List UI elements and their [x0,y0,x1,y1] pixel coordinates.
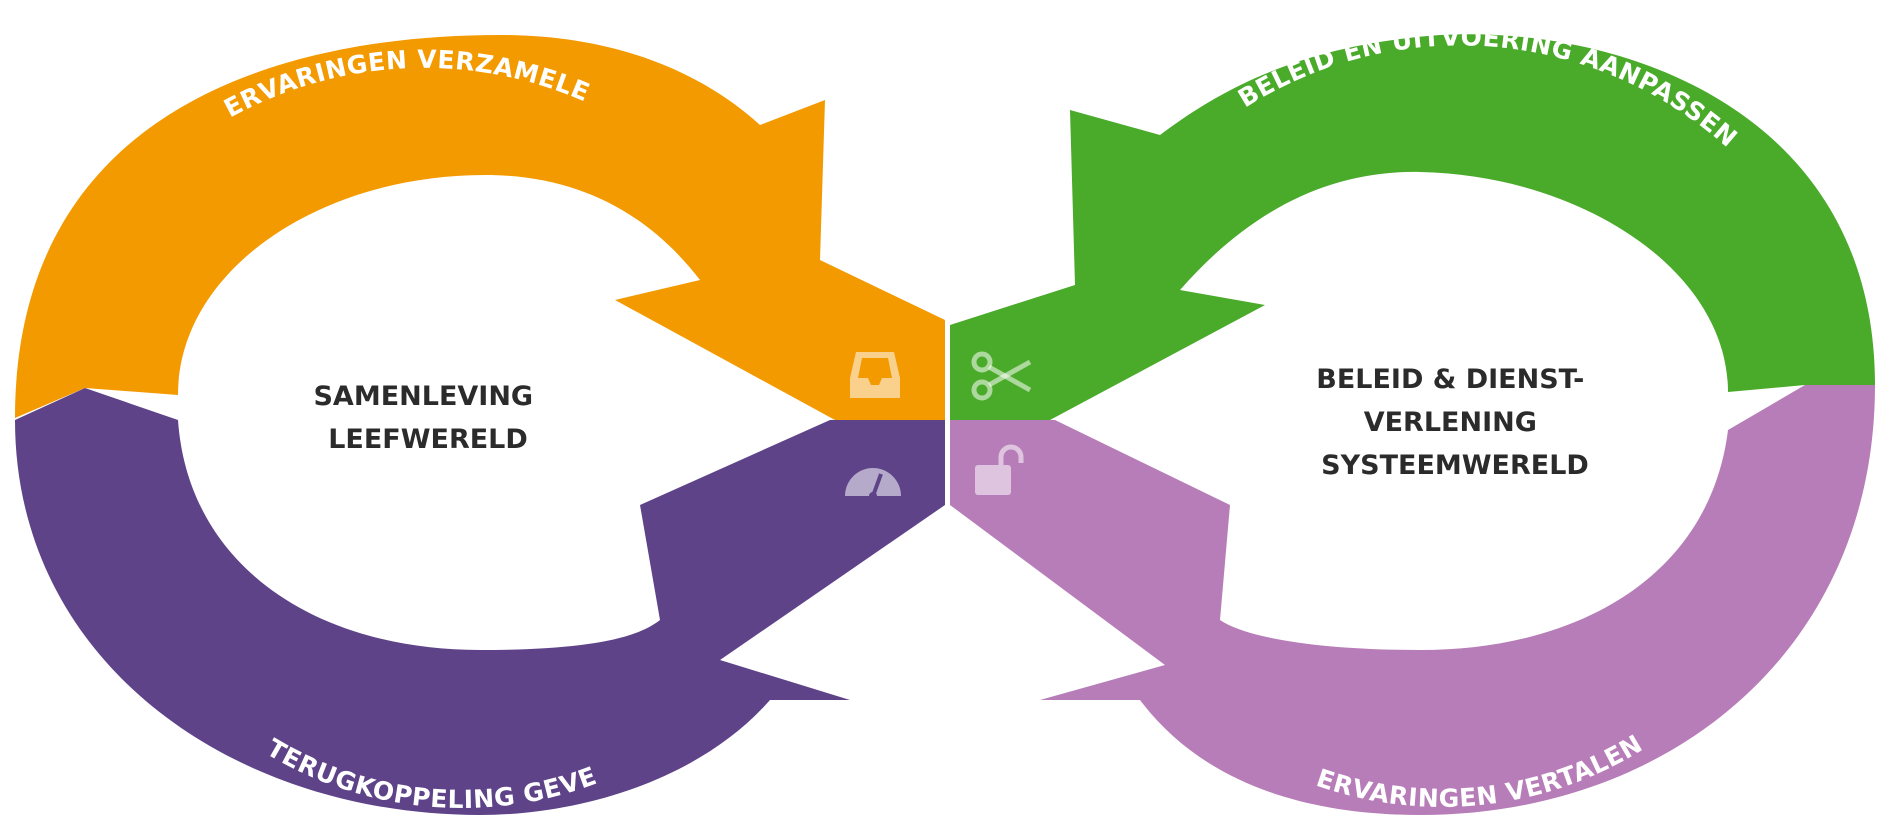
right-center-line: BELEID & DIENST- [1316,364,1584,395]
speedometer-icon [845,468,901,500]
right-center-label: BELEID & DIENST- VERLENING SYSTEEMWERELD [1316,364,1593,481]
left-center-line: LEEFWERELD [328,424,528,455]
left-center-label: SAMENLEVING LEEFWERELD [313,381,542,455]
orange-arrow-band [15,35,945,420]
right-center-line: VERLENING [1364,407,1537,438]
green-arrow-band [950,34,1875,420]
inbox-tray-icon [850,352,900,398]
light-purple-arrow-band [950,385,1875,815]
scissors-icon [971,351,1032,401]
left-center-line: SAMENLEVING [313,381,533,412]
dark-purple-arrow-band [15,388,945,815]
right-center-line: SYSTEEMWERELD [1321,450,1589,481]
unlocked-padlock-icon [975,444,1024,495]
